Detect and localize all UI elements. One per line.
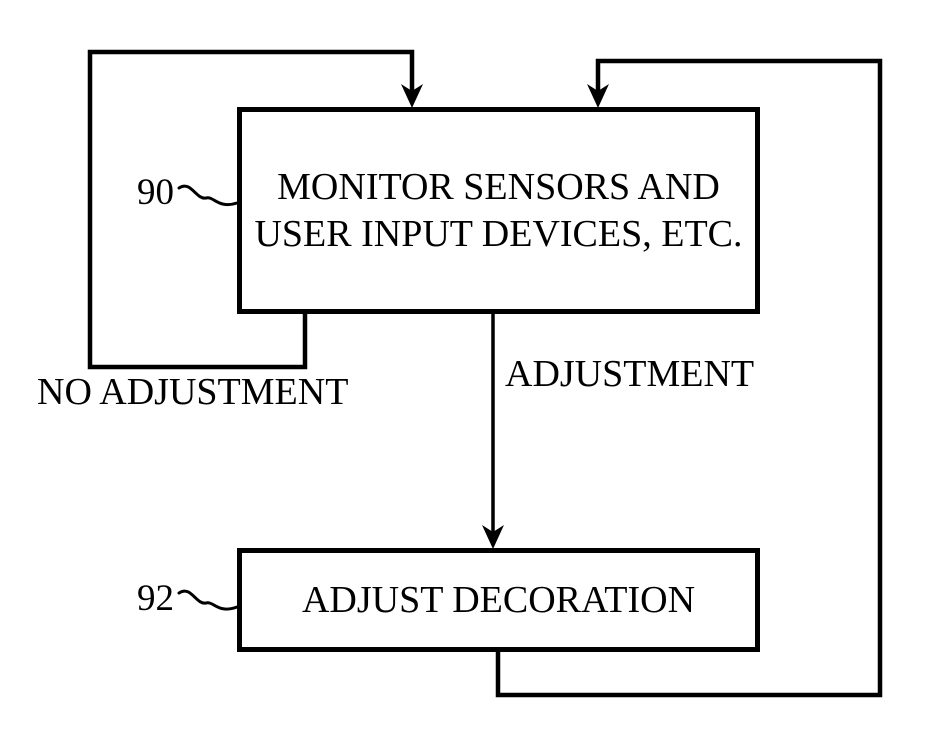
box-text-line: MONITOR SENSORS AND: [277, 165, 720, 208]
process-box-monitor: MONITOR SENSORS AND USER INPUT DEVICES, …: [237, 107, 760, 314]
feedback-loop-line: [495, 58, 883, 698]
leader-line-92: [177, 589, 239, 611]
no-adjustment-loop-line: [87, 49, 415, 370]
down-arrowhead: [482, 525, 504, 549]
process-box-adjust: ADJUST DECORATION: [237, 548, 760, 652]
box-text-line: ADJUST DECORATION: [301, 578, 696, 621]
box-text-line: USER INPUT DEVICES, ETC.: [254, 212, 743, 255]
ref-number-90: 90: [137, 172, 174, 213]
ref-number-92: 92: [137, 578, 174, 619]
edge-label-no-adjustment: NO ADJUSTMENT: [37, 371, 349, 413]
leader-line-90: [177, 184, 239, 206]
down-arrowhead: [587, 84, 609, 108]
edge-label-adjustment: ADJUSTMENT: [505, 353, 755, 395]
down-arrowhead: [401, 84, 423, 108]
